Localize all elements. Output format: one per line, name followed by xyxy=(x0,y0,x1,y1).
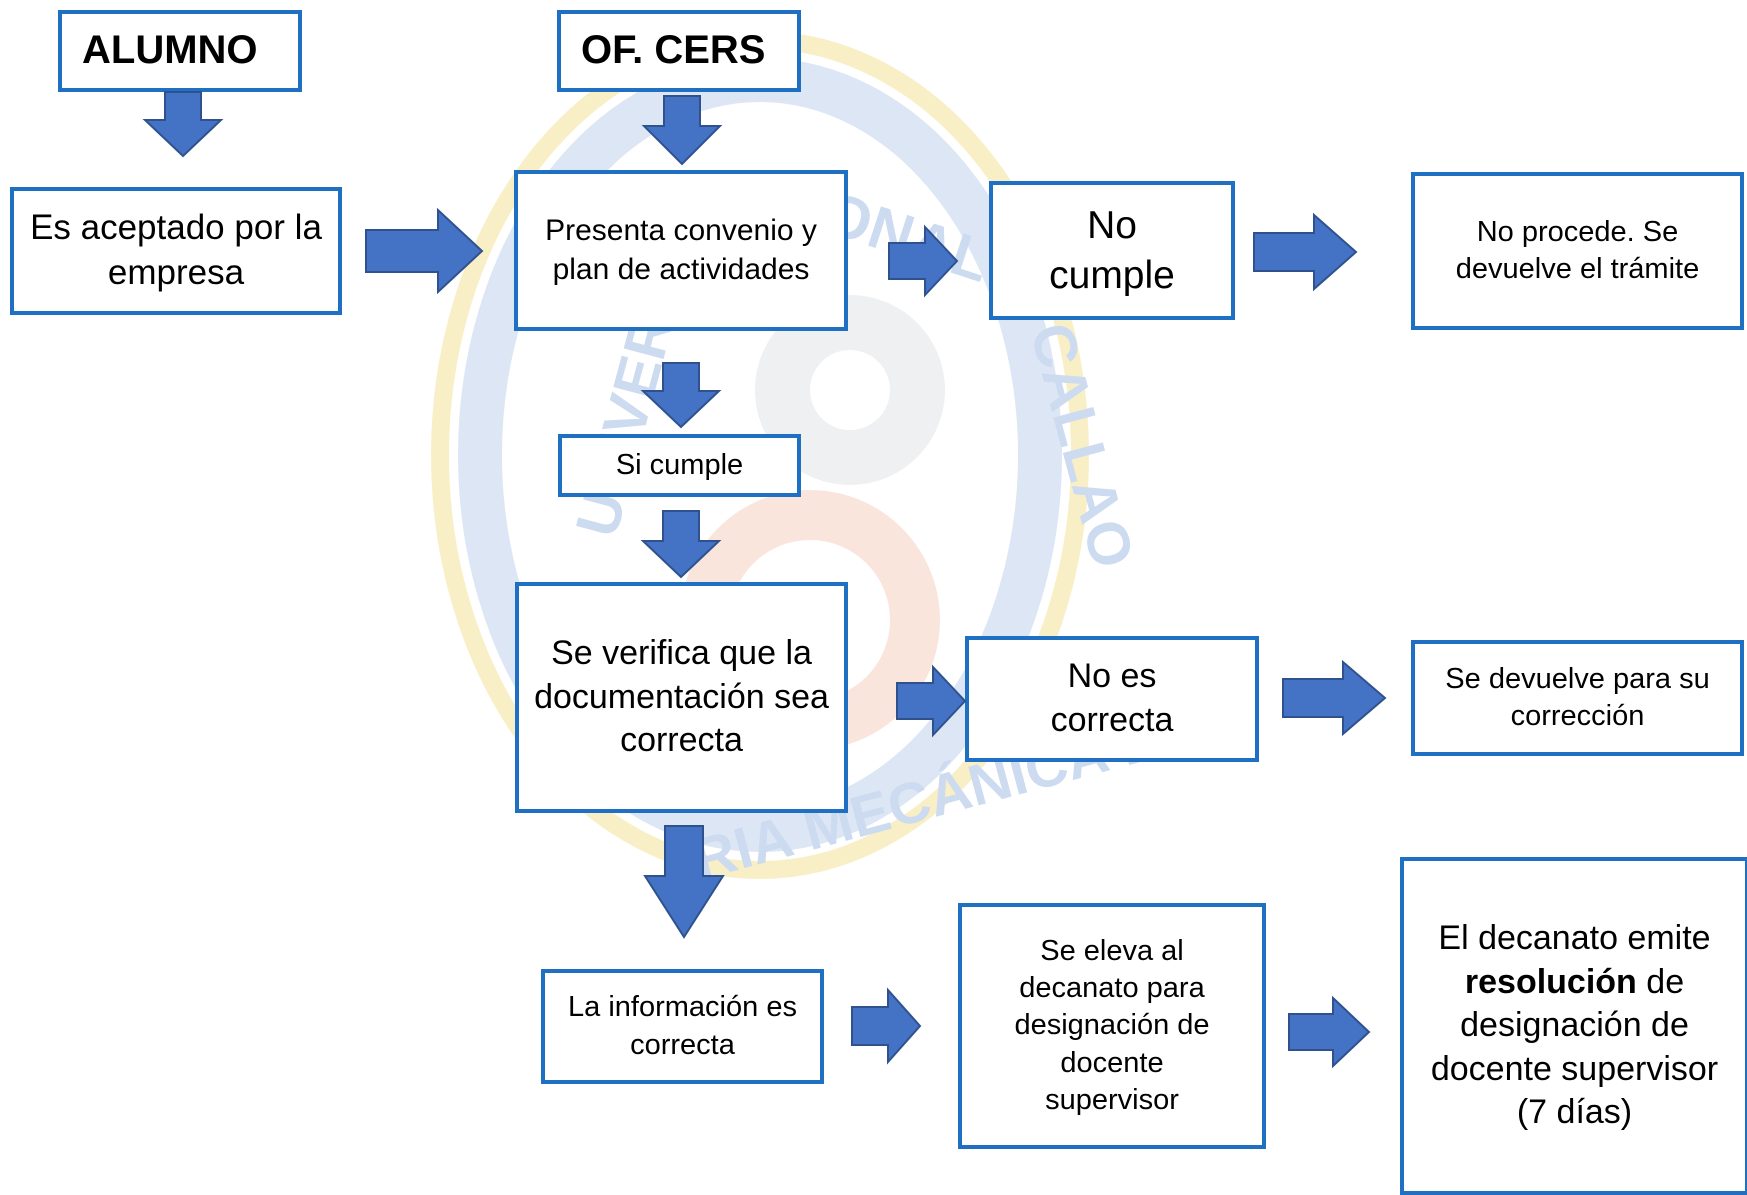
arrow-down-of-cers xyxy=(641,95,723,166)
step-no-cumple-box: No cumple xyxy=(989,181,1235,320)
step-devuelve-correccion-text: Se devuelve para su corrección xyxy=(1445,662,1710,732)
step-no-procede-text: No procede. Se devuelve el trámite xyxy=(1455,215,1700,285)
arrow-right-no-correcta xyxy=(1282,659,1387,737)
arrow-right-presenta xyxy=(888,224,959,298)
arrow-right-eleva xyxy=(1288,995,1371,1069)
step-decanato-box: El decanato emite resolución de designac… xyxy=(1400,857,1747,1195)
lane-header-of-cers: OF. CERS xyxy=(557,10,801,92)
arrow-down-alumno xyxy=(142,91,224,158)
step-verifica-box: Se verifica que la documentación sea cor… xyxy=(515,582,848,813)
step-eleva-text: Se eleva al decanato para designación de… xyxy=(1014,935,1210,1116)
arrow-down-verifica xyxy=(643,825,725,939)
lane-header-alumno: ALUMNO xyxy=(58,10,302,92)
step-verifica-text: Se verifica que la documentación sea cor… xyxy=(534,634,829,760)
step-presenta-text: Presenta convenio y plan de actividades xyxy=(545,214,817,286)
step-no-correcta-box: No es correcta xyxy=(965,636,1259,762)
step-info-correcta-box: La información es correcta xyxy=(541,969,824,1084)
step-devuelve-correccion-box: Se devuelve para su corrección xyxy=(1411,640,1744,756)
lane-header-alumno-label: ALUMNO xyxy=(82,28,258,73)
step-no-procede-box: No procede. Se devuelve el trámite xyxy=(1411,172,1744,330)
arrow-right-aceptado xyxy=(365,207,484,295)
step-decanato-emphasis-line: resolución de designación de docente sup… xyxy=(1420,961,1729,1092)
lane-header-of-cers-label: OF. CERS xyxy=(581,28,766,73)
step-si-cumple-box: Si cumple xyxy=(558,434,801,497)
step-decanato-text: El decanato emite resolución de designac… xyxy=(1420,917,1729,1135)
step-presenta-box: Presenta convenio y plan de actividades xyxy=(514,170,848,331)
step-aceptado-box: Es aceptado por la empresa xyxy=(10,187,342,315)
step-decanato-bold: resolución xyxy=(1464,962,1637,1001)
arrow-down-presenta xyxy=(640,362,722,429)
step-decanato-pre: El decanato emite xyxy=(1438,919,1711,958)
arrow-right-info-correcta xyxy=(851,987,922,1065)
step-info-correcta-text: La información es correcta xyxy=(568,991,797,1061)
arrow-right-no-cumple xyxy=(1253,212,1358,292)
arrow-right-verifica xyxy=(896,664,967,738)
step-decanato-post: de designación de docente supervisor xyxy=(1430,962,1719,1088)
step-eleva-box: Se eleva al decanato para designación de… xyxy=(958,903,1266,1149)
step-si-cumple-text: Si cumple xyxy=(615,448,744,481)
step-aceptado-text: Es aceptado por la empresa xyxy=(30,208,322,292)
step-no-cumple-text: No cumple xyxy=(1049,203,1175,297)
arrow-down-si-cumple xyxy=(640,510,722,579)
step-no-correcta-text: No es correcta xyxy=(1050,657,1174,739)
step-decanato-days: (7 días) xyxy=(1516,1093,1633,1132)
